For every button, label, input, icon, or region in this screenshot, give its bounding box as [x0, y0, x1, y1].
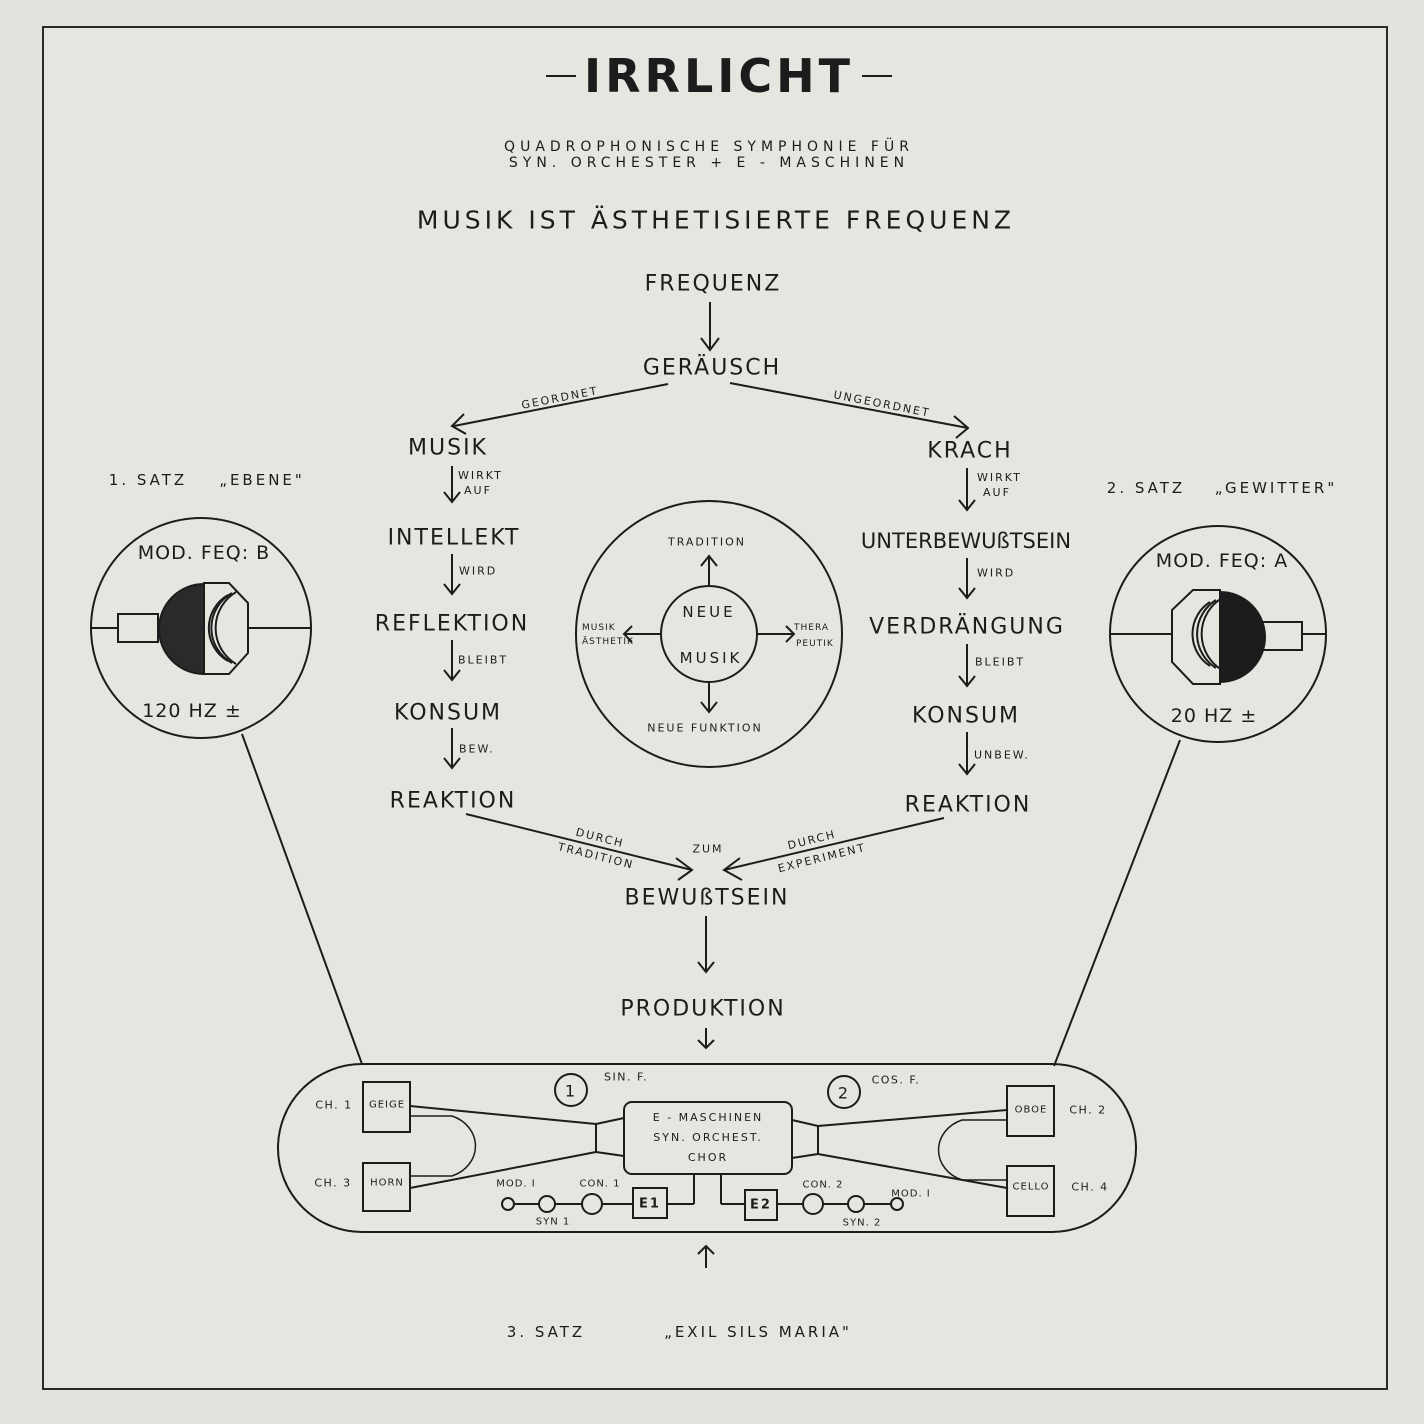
setup-core-line: SYN. ORCHEST.: [653, 1131, 763, 1144]
edge-label-wird-right: WIRD: [977, 566, 1016, 580]
right-syn-label: SYN. 2: [842, 1217, 882, 1229]
instrument-oboe: OBOE: [1014, 1104, 1048, 1116]
channel-3-label: CH. 3: [314, 1176, 352, 1190]
device-left: [90, 517, 312, 739]
arrow-durch-tradition: [465, 813, 694, 881]
label-sin-f: SIN. F.: [603, 1070, 649, 1084]
label-cos-f: COS. F.: [871, 1073, 921, 1087]
satz-3-name: „EXIL SILS MARIA": [664, 1323, 852, 1341]
circle-core-musik: MUSIK: [679, 649, 743, 667]
arrow-bewusstsein-produktion: [697, 916, 715, 974]
channel-4-label: CH. 4: [1071, 1180, 1109, 1194]
left-syn-label: SYN 1: [535, 1216, 571, 1228]
node-musik: MUSIK: [408, 435, 488, 461]
circle-label-neue-funktion: NEUE FUNKTION: [647, 721, 763, 735]
node-geraeusch: GERÄUSCH: [642, 355, 782, 381]
satz-3-label: 3. SATZ: [506, 1323, 586, 1341]
edge-label-wirkt-auf-right: WIRKT AUF: [977, 470, 1022, 500]
edge-label-bew: BEW.: [459, 742, 495, 756]
connector-left: [241, 733, 363, 1065]
satz-2-label: 2. SATZ: [1106, 479, 1186, 497]
node-produktion: PRODUKTION: [620, 996, 786, 1022]
motto: MUSIK IST ÄSTHETISIERTE FREQUENZ: [416, 205, 1016, 235]
setup-core-line: CHOR: [687, 1151, 729, 1164]
subtitle-line-1: QUADROPHONISCHE SYMPHONIE FÜR: [504, 139, 914, 155]
satz-1-name: „EBENE": [219, 471, 305, 489]
e2-box: E2: [750, 1197, 772, 1213]
node-bewusstsein: BEWUßTSEIN: [624, 885, 790, 911]
edge-label-bleibt-right: BLEIBT: [975, 655, 1026, 669]
node-frequenz: FREQUENZ: [644, 271, 782, 297]
e1-box: E1: [639, 1196, 661, 1212]
circle-label-aesthetik: ÄSTHETIK: [582, 637, 634, 647]
edge-label-unbew: UNBEW.: [974, 748, 1030, 762]
device-right-freq: 20 HZ ±: [1170, 705, 1258, 727]
node-intellekt: INTELLEKT: [387, 525, 521, 551]
arrow-produktion-setup: [697, 1028, 715, 1050]
node-krach: KRACH: [927, 438, 1013, 464]
device-right-mod: MOD. FEQ: A: [1155, 550, 1289, 572]
setup-capsule: [277, 1063, 1137, 1233]
edge-label-wirkt-auf-left: WIRKT AUF: [458, 468, 503, 498]
edge-label-line: AUF: [983, 486, 1011, 499]
node-verdraengung: VERDRÄNGUNG: [869, 614, 1065, 640]
edge-label-wird-left: WIRD: [459, 564, 498, 578]
circle-label-tradition: TRADITION: [667, 535, 747, 549]
label-zum: ZUM: [692, 842, 724, 856]
edge-label-line: WIRKT: [458, 469, 503, 482]
satz-2-name: „GEWITTER": [1214, 479, 1338, 497]
subtitle-line-2: SYN. ORCHESTER + E - MASCHINEN: [508, 155, 910, 171]
right-chain-arrows: [958, 468, 976, 776]
node-reaktion-right: REAKTION: [904, 792, 1032, 818]
arrow-ungeordnet: [729, 382, 970, 439]
setup-core-line: E - MASCHINEN: [652, 1111, 764, 1124]
circle-core-neue: NEUE: [682, 603, 736, 621]
instrument-horn: HORN: [370, 1177, 404, 1189]
edge-label-line: WIRKT: [977, 471, 1022, 484]
device-left-mod: MOD. FEQ: B: [137, 542, 271, 564]
circle-label-peutik: PEUTIK: [796, 639, 834, 649]
setup-core-box: E - MASCHINEN SYN. ORCHEST. CHOR: [653, 1108, 764, 1168]
left-chain-arrows: [443, 466, 461, 770]
marker-2: 2: [837, 1083, 851, 1103]
node-konsum-left: KONSUM: [393, 700, 503, 726]
circle-label-musik: MUSIK: [582, 623, 616, 633]
right-mod-label: MOD. I: [891, 1188, 931, 1200]
instrument-cello: CELLO: [1012, 1181, 1050, 1193]
device-right: [1109, 525, 1327, 743]
arrow-satz3-setup: [697, 1244, 715, 1268]
left-con-label: CON. 1: [579, 1178, 621, 1190]
marker-1: 1: [564, 1081, 578, 1101]
page-title: IRRLICHT: [583, 49, 855, 103]
instrument-geige: GEIGE: [368, 1099, 406, 1111]
connector-right: [1053, 739, 1181, 1067]
node-unterbewusstsein: UNTERBEWUßTSEIN: [860, 529, 1072, 553]
arrow-frequenz-geraeusch: [700, 302, 720, 352]
device-left-freq: 120 HZ ±: [142, 700, 242, 722]
arrow-durch-experiment: [722, 817, 945, 881]
node-reaktion-left: REAKTION: [389, 788, 517, 814]
right-con-label: CON. 2: [802, 1179, 844, 1191]
satz-1-label: 1. SATZ: [108, 471, 188, 489]
left-mod-label: MOD. I: [496, 1178, 536, 1190]
edge-label-bleibt-left: BLEIBT: [458, 653, 509, 667]
edge-label-line: AUF: [464, 484, 492, 497]
center-circle: [575, 500, 843, 768]
channel-2-label: CH. 2: [1069, 1103, 1107, 1117]
channel-1-label: CH. 1: [315, 1098, 353, 1112]
node-reflektion: REFLEKTION: [374, 611, 530, 637]
arrow-geordnet: [450, 383, 669, 435]
node-konsum-right: KONSUM: [911, 703, 1021, 729]
circle-label-thera: THERA: [794, 623, 829, 633]
drawing-frame: [42, 26, 1388, 1390]
